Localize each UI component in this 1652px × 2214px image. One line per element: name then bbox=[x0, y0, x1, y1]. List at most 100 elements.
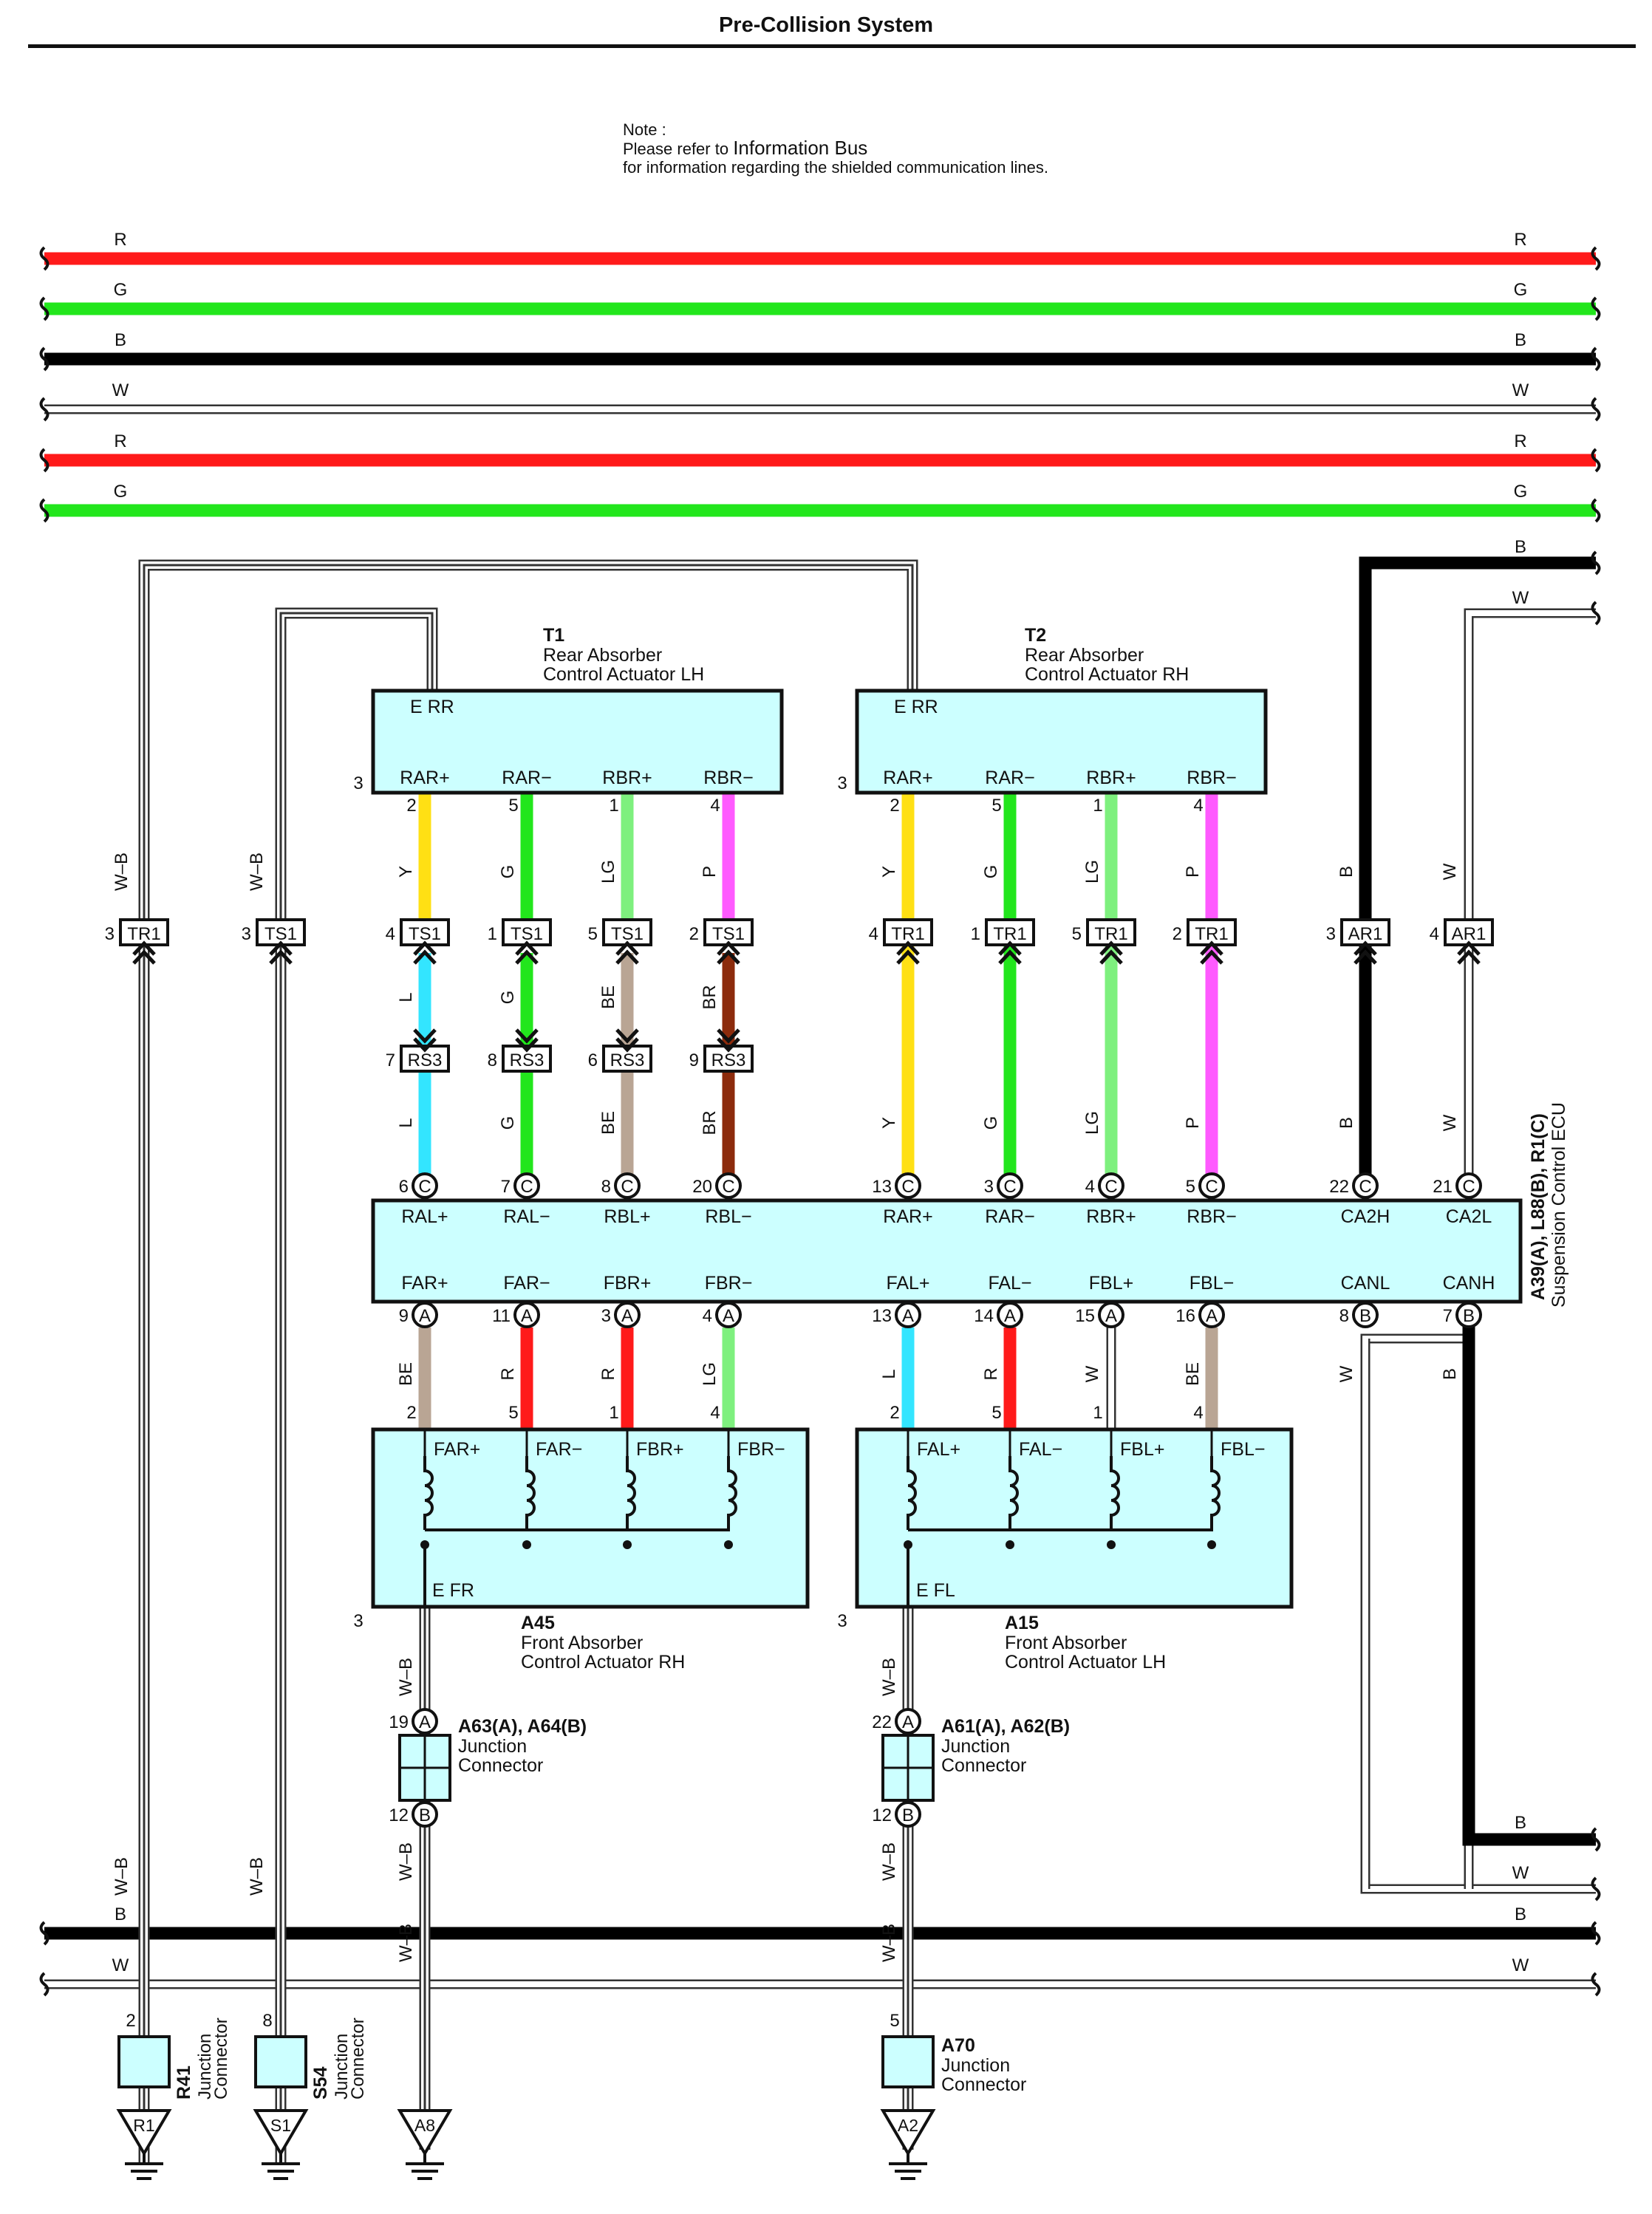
top-bus-label-left-0: R bbox=[114, 230, 126, 250]
ecu-top-conn-3-letter: C bbox=[722, 1177, 734, 1197]
junction-A61-b-letter: B bbox=[902, 1805, 914, 1825]
component-T1 bbox=[371, 689, 784, 795]
ecu-top-conn-0-letter: C bbox=[418, 1177, 431, 1197]
can-w-lower-outer-core bbox=[1362, 1326, 1596, 1892]
A15-coil-3 bbox=[908, 1456, 1221, 1531]
connector-TR1-7-pin: 1 bbox=[971, 924, 980, 944]
rear-lh-mid-label-2: BE bbox=[598, 985, 618, 1009]
T2-pin-0: RAR+ bbox=[883, 768, 932, 788]
can-w-lower-outer bbox=[1360, 1326, 1596, 1894]
rear-rh-ecu-label-3: P bbox=[1183, 1117, 1203, 1129]
ecu-bottom-conn-7-pin: 16 bbox=[1175, 1306, 1195, 1326]
connector-TS1-2-label: TS1 bbox=[409, 924, 441, 944]
ecu-bottom-pin-3: FBR− bbox=[705, 1273, 753, 1294]
rear-lh-pinno-1: 5 bbox=[508, 796, 518, 816]
top-bus-break-left-3 bbox=[39, 397, 50, 422]
A45-pin-1: FAR− bbox=[536, 1439, 582, 1460]
right-b-label: B bbox=[1515, 537, 1526, 557]
A61-wb-lower: W–B bbox=[879, 1842, 899, 1881]
canl-break bbox=[1591, 1876, 1601, 1902]
rear-rh-pinno-3: 4 bbox=[1193, 796, 1203, 816]
R41-pin: 2 bbox=[126, 2011, 135, 2031]
rear-lh-pinno-0: 2 bbox=[406, 796, 416, 816]
front-rh-pinno-3: 4 bbox=[710, 1403, 720, 1423]
A45-id: A45 bbox=[521, 1613, 555, 1633]
connector-TR1-8 bbox=[1086, 918, 1136, 946]
rear-rh-upper-label-1: G bbox=[981, 865, 1001, 879]
ecu-bottom-conn-3-letter: A bbox=[723, 1306, 734, 1326]
right-w-break bbox=[1591, 601, 1601, 626]
connector-rs3-chevron-3 bbox=[717, 1028, 740, 1053]
ecu-bottom-pin-7: FBL− bbox=[1189, 1273, 1234, 1294]
components-layer bbox=[39, 246, 1601, 2180]
ecu-top-conn-2 bbox=[614, 1172, 641, 1199]
top-bus-break-right-1 bbox=[1591, 296, 1601, 321]
top-bus-label-right-0: R bbox=[1514, 230, 1526, 250]
connector-TR1-8-label: TR1 bbox=[1094, 924, 1127, 944]
ecu-bottom-conn-6-letter: A bbox=[1105, 1306, 1117, 1326]
ecu-top-conn-3 bbox=[715, 1172, 742, 1199]
bottom-bus-label-left-0: B bbox=[115, 1904, 126, 1924]
bottom-bus-break-right-0 bbox=[1591, 1921, 1601, 1946]
connector-chevron-8 bbox=[1099, 940, 1123, 965]
ecu-bottom-pin-0: FAR+ bbox=[401, 1273, 448, 1294]
front-rh-label-3: LG bbox=[700, 1362, 720, 1386]
title-rule bbox=[28, 44, 1636, 48]
connector-rs3-chevron-2 bbox=[615, 1028, 639, 1053]
junction-A61-b bbox=[895, 1801, 921, 1828]
can-w-upper-core bbox=[1466, 610, 1596, 1186]
front-rh-pinno-0: 2 bbox=[406, 1403, 416, 1423]
front-rh-label-1: R bbox=[498, 1367, 518, 1380]
top-bus-label-left-2: B bbox=[115, 330, 126, 350]
T1-pin-3: RBR− bbox=[703, 768, 753, 788]
A15-ground-label: E FL bbox=[916, 1580, 955, 1601]
can-lower-w-label: W bbox=[1440, 1114, 1460, 1131]
connector-TS1-3-label: TS1 bbox=[511, 924, 543, 944]
top-bus-break-left-5 bbox=[39, 498, 50, 523]
A61-id: A61(A), A62(B) bbox=[941, 1716, 1070, 1737]
A45-node-2 bbox=[623, 1540, 632, 1549]
ecu-top-conn-5-letter: C bbox=[1003, 1177, 1016, 1197]
A45-ground-pin: 3 bbox=[353, 1611, 363, 1631]
T1-pin-0: RAR+ bbox=[400, 768, 449, 788]
ecu-top-pin-1: RAL− bbox=[503, 1206, 550, 1227]
connector-TS1-1-label: TS1 bbox=[264, 924, 297, 944]
rear-lh-pinno-3: 4 bbox=[710, 796, 720, 816]
ecu-top-pin-9: CA2L bbox=[1446, 1206, 1492, 1227]
ecu-top-conn-1-pin: 7 bbox=[501, 1177, 511, 1197]
front-rh-pinno-2: 1 bbox=[609, 1403, 618, 1423]
ecu-bottom-pin-8: CANL bbox=[1341, 1273, 1390, 1294]
A61-wb-upper: W–B bbox=[879, 1658, 899, 1696]
connector-chevron-5 bbox=[717, 940, 740, 965]
connector-chevron-11 bbox=[1457, 940, 1481, 965]
ecu-top-pin-3: RBL− bbox=[705, 1206, 751, 1227]
connector-chevron-4 bbox=[615, 940, 639, 965]
A15-node-2 bbox=[1107, 1540, 1116, 1549]
junction-A61-b-pin: 12 bbox=[872, 1805, 892, 1825]
connector-rs3-0-pin: 7 bbox=[386, 1050, 395, 1070]
A15-pin-2: FBL+ bbox=[1120, 1439, 1164, 1460]
ecu-bottom-conn-5-pin: 14 bbox=[974, 1306, 994, 1326]
rear-rh-ecu-label-1: G bbox=[981, 1116, 1001, 1130]
ecu-top-conn-3-pin: 20 bbox=[692, 1177, 712, 1197]
connector-TS1-5-label: TS1 bbox=[712, 924, 745, 944]
information-bus-link[interactable]: Information Bus bbox=[733, 137, 868, 159]
connector-rs3-3 bbox=[703, 1045, 754, 1073]
junction-A61-a-pin: 22 bbox=[872, 1712, 892, 1732]
front-lh-pinno-3: 4 bbox=[1193, 1403, 1203, 1423]
ecu-bottom-pin-9: CANH bbox=[1443, 1273, 1495, 1294]
junction-A63-b bbox=[412, 1801, 438, 1828]
T1-name1: Rear Absorber bbox=[543, 645, 662, 666]
rear-lh-mid-label-3: BR bbox=[700, 985, 720, 1009]
front-rh-pinno-1: 5 bbox=[508, 1403, 518, 1423]
top-bus-break-right-4 bbox=[1591, 448, 1601, 473]
junction-A61-a bbox=[895, 1708, 921, 1735]
can-upper-w-label: W bbox=[1440, 863, 1460, 880]
top-bus-label-right-3: W bbox=[1512, 380, 1529, 400]
A70-id: A70 bbox=[941, 2035, 975, 2056]
connector-TR1-6-label: TR1 bbox=[891, 924, 924, 944]
ecu-bottom-conn-9-pin: 7 bbox=[1443, 1306, 1453, 1326]
ecu-top-pin-8: CA2H bbox=[1341, 1206, 1390, 1227]
ecu-bottom-conn-5 bbox=[997, 1302, 1023, 1328]
A15-pin-1: FAL− bbox=[1019, 1439, 1062, 1460]
